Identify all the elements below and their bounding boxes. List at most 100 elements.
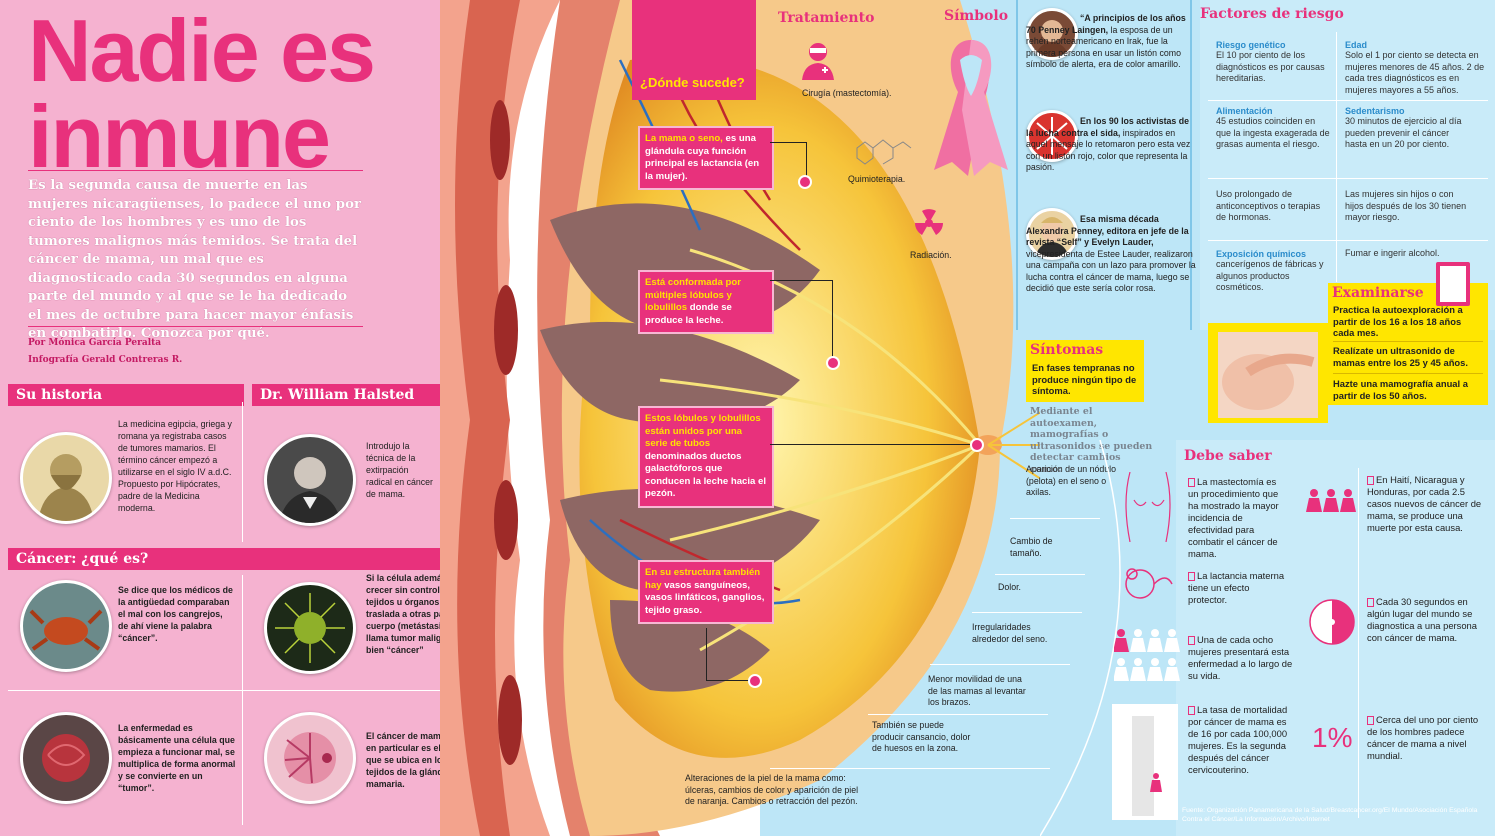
- simbolo-item-3-bold: Esa misma década Alexandra Penney, edito…: [1026, 214, 1189, 247]
- divider: [1208, 100, 1488, 101]
- bullet-icon: [1367, 476, 1374, 485]
- simbolo-item-2: En los 90 los activistas de la lucha con…: [1026, 116, 1194, 174]
- debe-saber-4-text: La tasa de mortalidad por cáncer de mama…: [1188, 704, 1288, 775]
- one-percent-stat: 1%: [1312, 722, 1353, 753]
- donde-box-1-highlight: La mama o seno,: [645, 133, 723, 144]
- debe-saber-5-text: En Haití, Nicaragua y Honduras, por cada…: [1367, 474, 1482, 533]
- aids-ribbons-photo: [1026, 110, 1078, 162]
- author-credit: Por Mónica García Peralta: [28, 338, 162, 348]
- debe-saber-7-text: Cerca del uno por ciento de los hombres …: [1367, 714, 1479, 761]
- alexandra-penney-photo: [1026, 208, 1078, 260]
- risk-genetico-text: El 10 por ciento de los diagnósticos es …: [1216, 50, 1325, 83]
- surgeon-icon: [800, 40, 836, 80]
- sintoma-5: Menor movilidad de una de las mamas al l…: [928, 674, 1026, 707]
- debe-saber-5: En Haití, Nicaragua y Honduras, por cada…: [1367, 474, 1483, 534]
- bullet-icon: [1367, 598, 1374, 607]
- tratamiento-item-1: Cirugía (mastectomía).: [802, 88, 892, 98]
- divider: [868, 714, 1048, 715]
- risk-genetico-title: Riesgo genético: [1216, 40, 1286, 50]
- divider: [8, 690, 464, 691]
- debe-saber-2: La lactancia materna tiene un efecto pro…: [1188, 570, 1288, 606]
- marker-dot: [970, 438, 984, 452]
- divider: [1336, 32, 1337, 282]
- sintoma-3: Dolor.: [998, 582, 1021, 592]
- debe-saber-3-text: Una de cada ocho mujeres presentará esta…: [1188, 634, 1293, 681]
- sintoma-4: Irregularidades alrededor del seno.: [972, 622, 1048, 644]
- risk-sedentarismo-text: 30 minutos de ejercicio al día pueden pr…: [1345, 116, 1462, 149]
- risk-quimicos-title: Exposición químicos: [1216, 249, 1307, 259]
- cancer-item-2: Si la célula además de crecer sin contro…: [366, 573, 476, 655]
- simbolo-item-3-text: vicepresidenta de Estee Lauder, realizar…: [1026, 248, 1196, 294]
- sintoma-1: Aparición de un nódulo (pelota) en el se…: [1026, 464, 1116, 497]
- donde-box-2-highlight: Está conformada por múltiples lóbulos y …: [645, 277, 741, 313]
- connector-line: [706, 628, 753, 681]
- main-title: Nadie es inmune: [28, 1, 376, 186]
- su-historia-text: La medicina egipcia, griega y romana ya …: [118, 419, 232, 513]
- tratamiento-heading: Tratamiento: [778, 10, 875, 26]
- simbolo-item-3: Esa misma década Alexandra Penney, edito…: [1026, 214, 1196, 295]
- left-panel: [0, 0, 468, 836]
- cancer-heading: Cáncer: ¿qué es?: [8, 548, 480, 570]
- divider: [1333, 341, 1483, 342]
- simbolo-item-1: “A principios de los años 70 Penney Lain…: [1026, 13, 1194, 71]
- sintoma-7: Alteraciones de la piel de la mama como:…: [685, 773, 859, 806]
- debe-saber-2-text: La lactancia materna tiene un efecto pro…: [1188, 570, 1285, 605]
- simbolo-item-2-bold: En los 90 los activistas de la lucha con…: [1026, 116, 1190, 138]
- connector-line: [770, 444, 970, 446]
- risk-sin-hijos: Las mujeres sin hijos o con hijos despué…: [1345, 189, 1467, 222]
- examinarse-item-1: Practica la autoexploración a partir de …: [1333, 304, 1463, 338]
- penney-laingen-photo: [1026, 8, 1078, 60]
- risk-edad-title: Edad: [1345, 40, 1368, 50]
- donde-box-3-highlight: Estos lóbulos y lobulillos están unidos …: [645, 413, 761, 449]
- hippocrates-portrait: [20, 432, 112, 524]
- risk-hormonas: Uso prolongado de anticonceptivos o tera…: [1216, 189, 1321, 222]
- examinarse-item-3: Hazte una mamografía anual a partir de l…: [1333, 378, 1468, 401]
- factores-heading: Factores de riesgo: [1200, 6, 1344, 22]
- breastfeeding-icon: [1118, 564, 1174, 608]
- sintoma-6: También se puede producir cansancio, dol…: [872, 720, 971, 753]
- clock-icon: [1308, 598, 1356, 646]
- divider: [1208, 178, 1488, 179]
- sintomas-box-text: En fases tempranas no produce ningún tip…: [1032, 362, 1137, 396]
- donde-box-3: Estos lóbulos y lobulillos están unidos …: [638, 406, 774, 508]
- debe-saber-1-text: La mastectomía es un procedimiento que h…: [1188, 476, 1279, 559]
- marker-dot: [826, 356, 840, 370]
- cancer-item-4: El cáncer de mama en particular es el qu…: [366, 731, 456, 789]
- divider: [995, 574, 1085, 575]
- debe-saber-6: Cada 30 segundos en algún lugar del mund…: [1367, 596, 1483, 644]
- risk-quimicos-text: cancerígenos de fábricas y algunos produ…: [1216, 259, 1324, 292]
- bullet-icon: [1188, 636, 1195, 645]
- marker-dot: [748, 674, 762, 688]
- donde-box-4: En su estructura también hay vasos sangu…: [638, 560, 774, 624]
- sintomas-lead: Mediante el autoexamen, mamografías o ul…: [1030, 406, 1153, 475]
- tratamiento-item-2: Quimioterapia.: [848, 174, 906, 184]
- donde-box-3-text: denominados ductos galactóforos que cond…: [645, 450, 767, 500]
- divider: [1190, 0, 1192, 330]
- divider: [1010, 518, 1100, 519]
- simbolo-item-1-bold: “A principios de los años 70 Penney Lain…: [1026, 13, 1186, 35]
- donde-box-1-text: es una glándula cuya función principal e…: [645, 133, 760, 182]
- donde-box-2-text: donde se produce la leche.: [645, 302, 732, 326]
- radiation-icon: [912, 206, 946, 240]
- torso-icon: [1118, 471, 1178, 543]
- sintomas-heading: Síntomas: [1030, 342, 1104, 358]
- divider: [770, 768, 1050, 769]
- mortality-bar-icon: [1112, 704, 1178, 820]
- debe-saber-1: La mastectomía es un procedimiento que h…: [1188, 476, 1288, 560]
- simbolo-item-2-text: inspirados en aquel mensaje lo retomaron…: [1026, 127, 1191, 173]
- simbolo-item-1-text: la esposa de un rehén norteamericano en …: [1026, 24, 1182, 70]
- bullet-icon: [1367, 716, 1374, 725]
- infographic-credit: Infografía Gerald Contreras R.: [28, 355, 183, 365]
- halsted-text: Introdujo la técnica de la extirpación r…: [366, 441, 433, 499]
- tratamiento-item-3: Radiación.: [910, 250, 952, 260]
- risk-fumar: Fumar e ingerir alcohol.: [1345, 248, 1440, 258]
- donde-header-bg: [632, 0, 756, 100]
- halsted-portrait: [264, 434, 356, 526]
- donde-box-4-text: vasos sanguíneos, vasos linfáticos, gang…: [645, 579, 765, 616]
- risk-alimentacion-title: Alimentación: [1216, 106, 1273, 116]
- donde-box-2: Está conformada por múltiples lóbulos y …: [638, 270, 774, 334]
- mirror-icon: [1436, 262, 1470, 306]
- risk-edad-text: Solo el 1 por ciento se detecta en mujer…: [1345, 50, 1485, 95]
